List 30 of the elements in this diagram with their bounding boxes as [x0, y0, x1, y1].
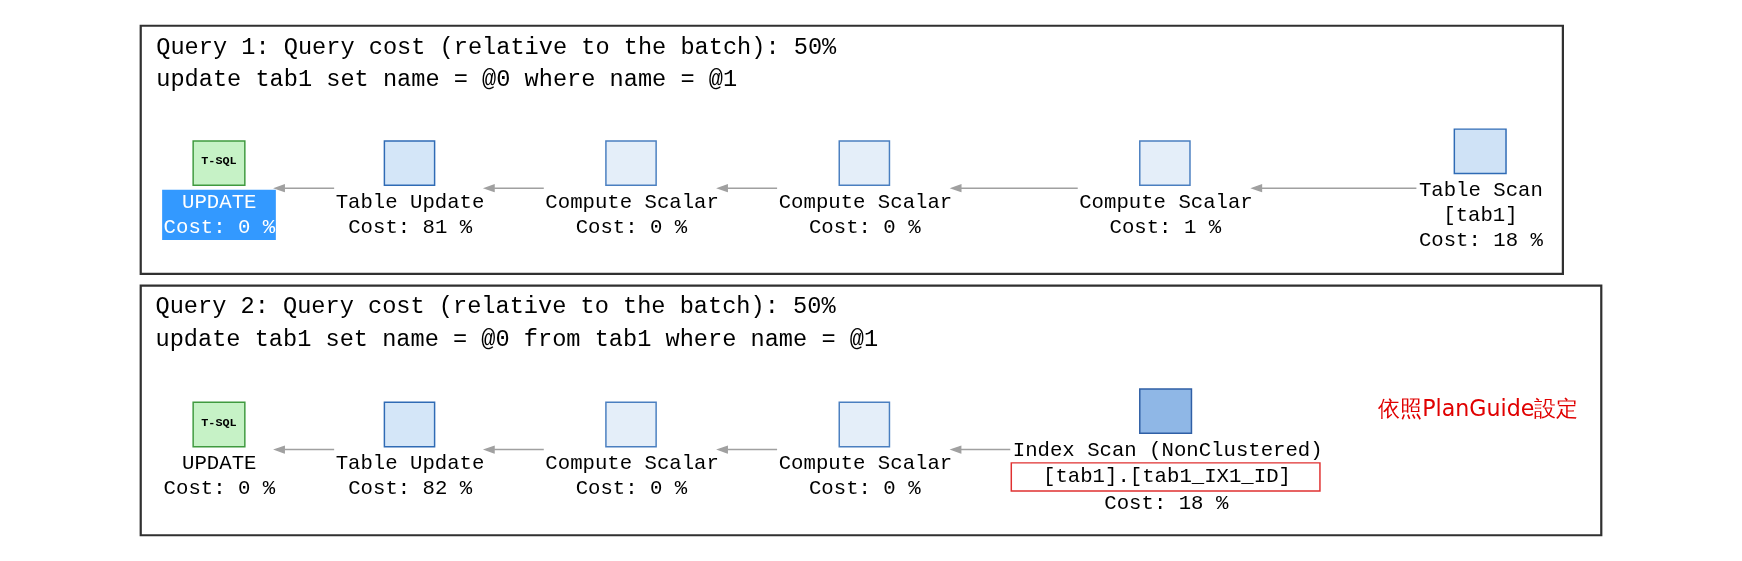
- node-label: Cost: 0 %: [163, 477, 276, 501]
- node-label: Cost: 0 %: [808, 477, 921, 501]
- node-label: Cost: 0 %: [808, 215, 921, 239]
- node-label: Table Update: [335, 190, 485, 214]
- node-label: Compute Scalar: [1079, 190, 1253, 214]
- arrow: [949, 445, 1011, 454]
- node-label: Cost: 0 %: [575, 477, 688, 501]
- arrow: [482, 445, 545, 454]
- node-label: 依照PlanGuide設定: [1378, 395, 1579, 422]
- node-label: Cost: 0 %: [575, 215, 688, 239]
- node-label: UPDATE: [182, 452, 257, 476]
- arrow: [273, 184, 335, 193]
- arrow: [273, 445, 335, 454]
- arrow: [482, 184, 545, 193]
- node-label: Cost: 18 %: [1104, 491, 1229, 515]
- node-label: Compute Scalar: [545, 452, 719, 476]
- node-label: Compute Scalar: [778, 452, 953, 476]
- node-label: Cost: 1 %: [1109, 215, 1222, 239]
- node-label: Cost: 82 %: [348, 477, 473, 501]
- node-label: Table Scan: [1418, 178, 1543, 202]
- arrow: [1250, 184, 1418, 193]
- node-label: Cost: 81 %: [348, 215, 473, 239]
- arrow: [716, 184, 778, 193]
- node-label: Table Update: [335, 452, 485, 476]
- node-label: [tab1]: [1443, 203, 1518, 227]
- node-label: Compute Scalar: [778, 190, 953, 214]
- arrow: [949, 184, 1079, 193]
- node-label: Compute Scalar: [545, 190, 719, 214]
- arrow: [716, 445, 778, 454]
- node-label: Cost: 18 %: [1418, 229, 1543, 253]
